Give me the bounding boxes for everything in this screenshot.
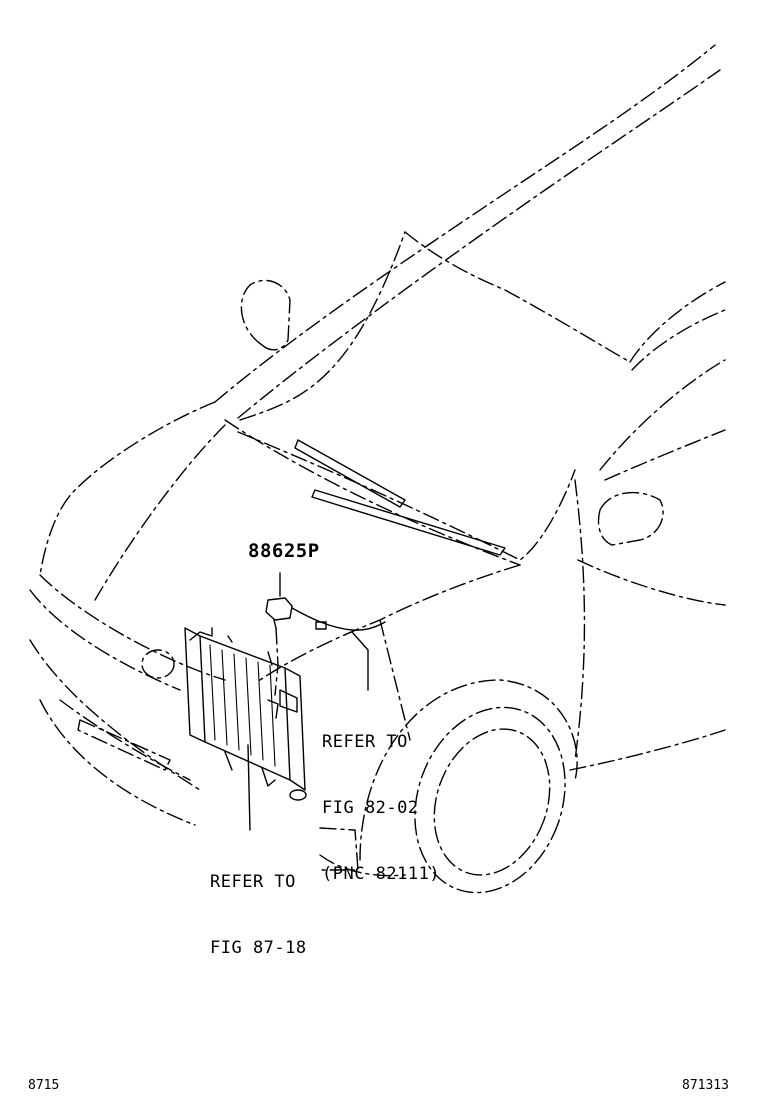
sensor-dash [274, 627, 279, 696]
hood-side [94, 424, 226, 601]
footer-left-code: 8715 [28, 1078, 60, 1093]
part-number-label: 88625P [248, 540, 320, 562]
right-mirror [597, 491, 664, 546]
wiper-left [294, 439, 406, 508]
a-pillar-2 [631, 309, 726, 371]
headlamp [29, 589, 181, 691]
ref1-line3: (PNC 82111) [322, 864, 441, 884]
door-window [599, 359, 726, 471]
footer-right-code: 871313 [682, 1078, 729, 1093]
ref1-leader [351, 631, 369, 691]
door-window-2 [604, 429, 726, 481]
bumper-grille [59, 699, 191, 781]
wheel-outer [414, 706, 566, 894]
ref2-line2: FIG 87-18 [210, 938, 307, 958]
door-lower [569, 729, 726, 771]
windshield-top [404, 231, 631, 363]
ref2-line1: REFER TO [210, 872, 296, 892]
bumper-slot [77, 719, 171, 771]
ref2-leader [247, 744, 251, 831]
roof-line-inner [237, 69, 721, 419]
a-pillar [629, 281, 726, 363]
hood-front [39, 574, 226, 681]
door-line [577, 559, 726, 606]
left-mirror [240, 279, 291, 351]
sensor-part [265, 597, 293, 629]
wheel-inner [433, 728, 551, 876]
bumper-lower [39, 699, 196, 826]
roof-line [214, 44, 716, 403]
fog-lamp [141, 649, 175, 679]
wire-harness [291, 607, 386, 631]
cowl-line [224, 419, 521, 566]
hood-top [39, 401, 216, 576]
windshield-left [239, 231, 406, 421]
condenser-assembly [184, 627, 307, 801]
bumper-upper [29, 639, 201, 791]
refer-to-fig-82-02: REFER TO FIG 82-02 (PNC 82111) [322, 687, 440, 907]
lower-skirt [319, 854, 406, 877]
fender-rear [574, 479, 586, 761]
refer-to-fig-87-18: REFER TO FIG 87-18 [210, 827, 307, 981]
wiper-right [311, 489, 506, 556]
wire-connector [315, 621, 327, 630]
ref1-line1: REFER TO [322, 732, 408, 752]
wheel-arch [359, 679, 578, 861]
lower-valance [319, 827, 359, 871]
ref1-line2: FIG 82-02 [322, 798, 419, 818]
fender-front [379, 619, 411, 741]
